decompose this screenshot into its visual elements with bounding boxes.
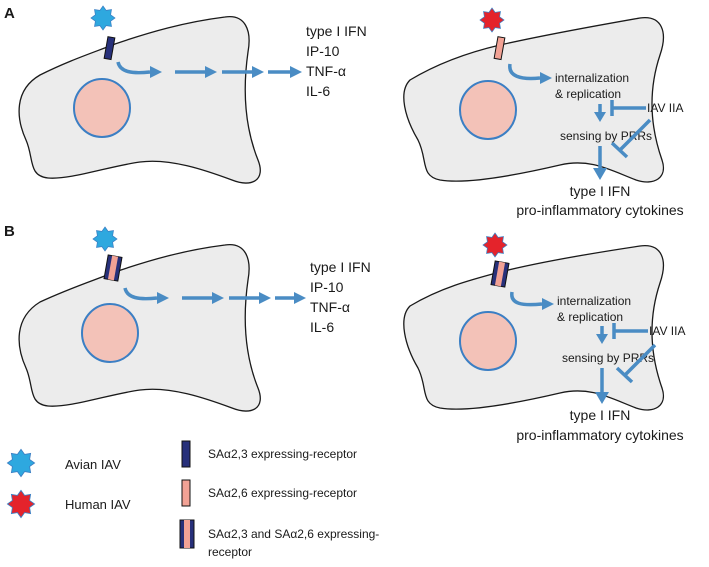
output-ip10: IP-10 — [306, 43, 340, 59]
output-il6: IL-6 — [306, 83, 330, 99]
avian-virus-icon — [90, 5, 116, 31]
output-ifn: type I IFN — [310, 259, 371, 275]
output-tnf: TNF-α — [306, 63, 346, 79]
output-ifn: type I IFN — [306, 23, 367, 39]
inhibition-bar-icon — [610, 118, 652, 159]
label-inhibitor: IAV IIA — [647, 101, 683, 115]
legend-avian-icon — [6, 448, 36, 478]
output-ip10: IP-10 — [310, 279, 344, 295]
panel-label-b: B — [4, 223, 15, 240]
nucleus — [459, 311, 517, 371]
output-tnf: TNF-α — [310, 299, 350, 315]
nucleus — [459, 80, 517, 140]
receptor-sa23-icon — [103, 36, 116, 61]
receptor-both-icon — [490, 260, 510, 288]
label-replication: & replication — [557, 310, 623, 324]
replication-arrow — [596, 326, 608, 344]
legend-sa23-label: SAα2,3 expressing-receptor — [208, 447, 357, 461]
legend: Avian IAV Human IAV SAα2,3 expressing-re… — [6, 440, 379, 559]
label-result-ifn: type I IFN — [570, 183, 631, 199]
label-result-cytokines: pro-inflammatory cytokines — [516, 202, 683, 218]
legend-both-label: SAα2,3 and SAα2,6 expressing- — [208, 527, 379, 541]
legend-sa26-icon — [181, 479, 191, 507]
legend-sa26-label: SAα2,6 expressing-receptor — [208, 486, 357, 500]
panel-label-a: A — [4, 5, 15, 22]
inhibition-bar-icon — [615, 343, 657, 384]
legend-avian-label: Avian IAV — [65, 457, 121, 472]
signal-arrow — [116, 61, 302, 78]
legend-sa23-icon — [181, 440, 191, 468]
label-internalization: internalization — [555, 71, 629, 85]
replication-arrow — [594, 104, 606, 122]
label-inhibitor: IAV IIA — [649, 324, 685, 338]
sensing-arrow — [593, 146, 607, 180]
cell-a-left — [18, 16, 261, 184]
internalization-arrow — [508, 63, 552, 84]
internalization-arrow — [510, 291, 554, 310]
label-result-cytokines: pro-inflammatory cytokines — [516, 427, 683, 443]
inhibition-bar-icon — [612, 323, 648, 339]
output-il6: IL-6 — [310, 319, 334, 335]
receptor-both-icon — [103, 254, 123, 282]
signal-arrow — [123, 287, 306, 304]
legend-both-label-cont: receptor — [208, 545, 252, 559]
nucleus — [81, 303, 139, 363]
human-virus-icon — [482, 232, 508, 258]
cell-b-right — [403, 245, 664, 411]
legend-both-icon — [179, 519, 195, 549]
legend-human-icon — [6, 489, 36, 519]
label-internalization: internalization — [557, 294, 631, 308]
label-replication: & replication — [555, 87, 621, 101]
sensing-arrow — [595, 368, 609, 404]
nucleus — [73, 78, 131, 138]
avian-virus-icon — [92, 226, 118, 252]
inhibition-bar-icon — [610, 100, 646, 116]
cell-b-left — [18, 244, 261, 412]
label-result-ifn: type I IFN — [570, 407, 631, 423]
receptor-sa26-icon — [493, 36, 506, 61]
label-sensing: sensing by PRRs — [562, 351, 654, 365]
legend-human-label: Human IAV — [65, 497, 131, 512]
human-virus-icon — [479, 7, 505, 33]
cell-a-right — [403, 17, 664, 183]
